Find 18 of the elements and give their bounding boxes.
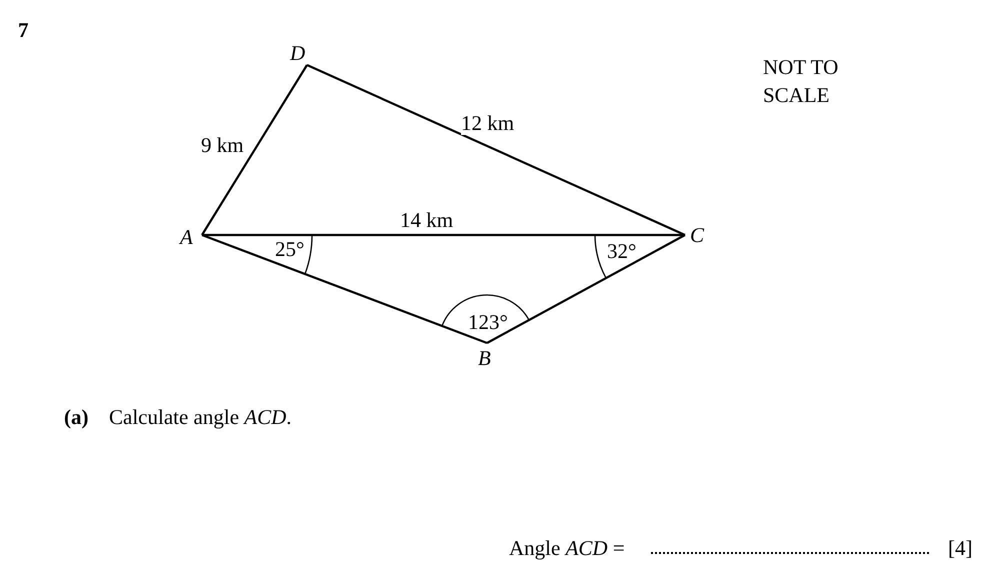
angle-label: 32° <box>607 239 636 264</box>
angle-label: 123° <box>468 310 508 334</box>
line-segment <box>202 234 685 236</box>
line-segment <box>202 234 488 344</box>
mark-allocation: [4] <box>948 536 972 560</box>
answer-prompt: Angle ACD = <box>509 536 625 560</box>
vertex-label: A <box>180 225 193 250</box>
vertex-label: D <box>290 41 306 66</box>
note: NOT TO SCALE <box>763 54 840 109</box>
vertex-label: B <box>478 346 491 370</box>
vertex-label: C <box>690 223 704 248</box>
question-text: Calculate angle ACD. <box>109 405 292 430</box>
part-label: (a) <box>64 405 88 430</box>
line-segment <box>201 64 308 236</box>
line-segment <box>486 234 686 344</box>
angle-label: 25° <box>275 237 304 262</box>
question-number: 7 <box>18 18 28 42</box>
line-segment <box>306 64 686 236</box>
